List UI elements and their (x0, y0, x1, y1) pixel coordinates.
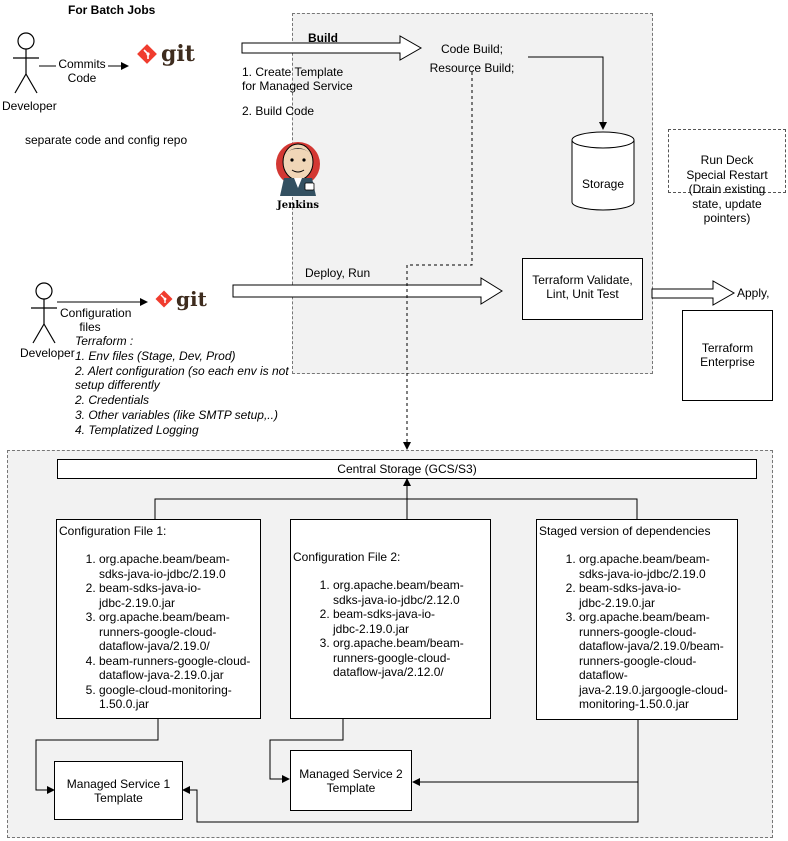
list-item: org.apache.beam/beam-sdks-java-io-jdbc/2… (333, 578, 488, 607)
list-item: org.apache.beam/beam-sdks-java-io-jdbc/2… (99, 552, 258, 581)
config-file-1-list: org.apache.beam/beam-sdks-java-io-jdbc/2… (59, 552, 258, 712)
terraform-notes: Terraform : 1. Env files (Stage, Dev, Pr… (75, 334, 289, 437)
build-target: Code Build; Resource Build; (429, 42, 515, 75)
staged-to-central (407, 498, 638, 522)
staged-dependencies-title: Staged version of dependencies (539, 524, 711, 538)
list-item: org.apache.beam/beam-sdks-java-io-jdbc/2… (579, 552, 735, 581)
terraform-validate-box: Terraform Validate, Lint, Unit Test (522, 258, 643, 320)
run-deck-text: Run Deck Special Restart (Drain existing… (686, 153, 768, 225)
config1-to-central (154, 498, 407, 522)
config-file-2-box: Configuration File 2: org.apache.beam/be… (290, 519, 491, 719)
config-file-2-list: org.apache.beam/beam-sdks-java-io-jdbc/2… (293, 578, 488, 680)
jenkins-wordmark: Jenkins (277, 200, 319, 211)
page-title: For Batch Jobs (68, 3, 156, 17)
managed-service-1-line2: Template (94, 791, 143, 805)
central-storage-box: Central Storage (GCS/S3) (57, 459, 757, 479)
managed-service-2-box: Managed Service 2 Template (290, 750, 412, 811)
list-item: beam-runners-google-cloud-dataflow-java-… (99, 654, 258, 683)
config-file-2-title: Configuration File 2: (293, 550, 401, 564)
commits-label: Commits Code (56, 57, 108, 85)
developer-bottom-label: Developer (20, 346, 75, 360)
git-diamond-icon-bottom (155, 290, 173, 308)
list-item: beam-sdks-java-io-jdbc-2.19.0.jar (99, 581, 258, 610)
config-file-1-title: Configuration File 1: (59, 524, 167, 538)
terraform-validate-line2: Lint, Unit Test (546, 287, 619, 301)
list-item: google-cloud-monitoring-1.50.0.jar (99, 683, 258, 712)
terraform-enterprise-line2: Enterprise (700, 355, 755, 369)
terraform-enterprise-line1: Terraform (701, 341, 754, 355)
managed-service-2-line2: Template (326, 781, 376, 795)
jenkins-logo: Jenkins (270, 138, 326, 212)
config-file-1-box: Configuration File 1: org.apache.beam/be… (56, 519, 261, 719)
build-label: Build (308, 31, 338, 45)
developer-bottom-figure-icon (31, 282, 57, 344)
developer-top-label: Developer (2, 99, 57, 113)
developer-top-figure-icon (13, 32, 39, 94)
git-wordmark-bottom: git (176, 287, 207, 311)
apply-label: Apply, (737, 286, 770, 300)
storage-cylinder-icon (571, 131, 635, 211)
managed-service-2-line1: Managed Service 2 (299, 767, 403, 781)
staged-to-managed1 (182, 782, 639, 823)
config2-to-managed2 (269, 719, 344, 783)
list-item: beam-sdks-java-io-jdbc-2.19.0.jar (333, 607, 488, 636)
apply-block-arrow (651, 280, 736, 306)
staged-to-managed2 (412, 720, 639, 786)
deploy-label: Deploy, Run (305, 266, 371, 280)
central-storage-label: Central Storage (GCS/S3) (337, 462, 477, 476)
staged-dependencies-box: Staged version of dependencies org.apach… (536, 519, 738, 720)
list-item: beam-sdks-java-io-jdbc-2.19.0.jar (579, 581, 735, 610)
terraform-enterprise-box: Terraform Enterprise (682, 310, 773, 401)
resource-build-to-central-storage (403, 72, 473, 450)
configuration-files-label: Configuration files (60, 306, 132, 334)
git-diamond-icon (137, 44, 157, 64)
list-item: org.apache.beam/beam-runners-google-clou… (333, 636, 488, 680)
list-item: org.apache.beam/beam-runners-google-clou… (579, 610, 735, 712)
jenkins-butler-icon (276, 142, 320, 196)
config1-to-managed1 (35, 719, 159, 794)
terraform-validate-line1: Terraform Validate, (532, 273, 633, 287)
list-item: org.apache.beam/beam-runners-google-clou… (99, 610, 258, 654)
git-wordmark-top: git (161, 41, 195, 67)
build-to-storage-connector (528, 56, 607, 130)
staged-dependencies-list: org.apache.beam/beam-sdks-java-io-jdbc/2… (539, 552, 735, 712)
build-block-arrow (241, 35, 423, 61)
build-step-1: 1. Create Template for Managed Service (242, 65, 353, 93)
managed-service-1-line1: Managed Service 1 (66, 777, 171, 791)
build-step-2: 2. Build Code (242, 104, 315, 118)
deploy-block-arrow (232, 277, 503, 305)
run-deck-box (668, 129, 786, 193)
repo-note: separate code and config repo (25, 133, 188, 147)
storage-label: Storage (581, 177, 625, 191)
managed-service-1-box: Managed Service 1 Template (54, 761, 183, 820)
